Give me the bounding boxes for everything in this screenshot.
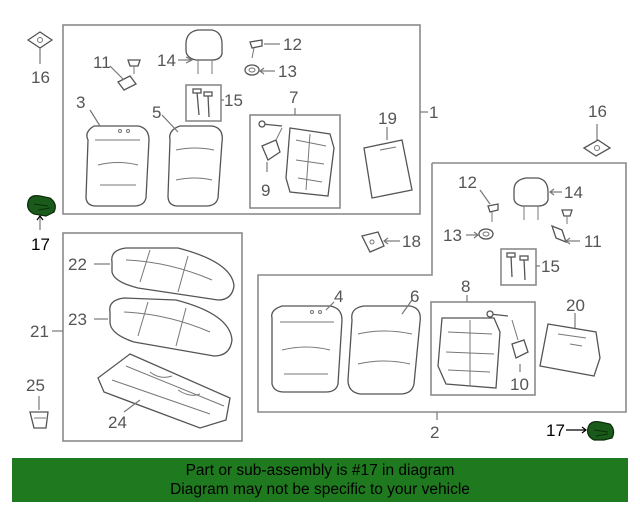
part-4-seatback [271, 305, 343, 393]
part-23-pad [109, 297, 233, 357]
assembly-box-21 [62, 232, 243, 442]
callout-6: 6 [410, 287, 419, 306]
part-8-frame [437, 317, 501, 389]
assembly-box-2 [257, 162, 627, 413]
part-clip-small-right [561, 209, 573, 224]
sub-box-15b [500, 248, 537, 286]
assembly-box-1 [62, 24, 421, 215]
part-13-grommet [244, 64, 260, 76]
part-12-screw-right [487, 203, 499, 222]
callout-16-left: 16 [31, 68, 50, 87]
callout-10: 10 [510, 375, 529, 394]
part-11-bracket [117, 75, 137, 91]
callout-25: 25 [26, 376, 45, 395]
part-7-frame [285, 127, 335, 197]
part-13-grommet-right [478, 228, 494, 240]
callout-9: 9 [261, 181, 270, 200]
part-3-seatback [85, 125, 150, 207]
callout-8: 8 [461, 277, 470, 296]
part-15-bolts-right [506, 252, 529, 281]
callout-11-top: 11 [93, 53, 111, 72]
callout-14-right: 14 [564, 183, 583, 202]
callout-15-top: 15 [224, 91, 243, 110]
parts-diagram: 1 2 21 7 8 3 5 11 [26, 24, 627, 442]
callout-15-right: 15 [541, 257, 560, 276]
sub-box-8 [430, 301, 536, 396]
banner-line-1: Part or sub-assembly is #17 in diagram [185, 462, 455, 479]
part-17-right [587, 421, 615, 441]
callout-5: 5 [152, 103, 161, 122]
callout-12-top: 12 [283, 35, 302, 54]
part-24-frame [97, 353, 231, 429]
part-25-clip [29, 411, 49, 429]
callout-7: 7 [289, 88, 298, 107]
callout-24: 24 [108, 413, 127, 432]
callout-18: 18 [402, 232, 421, 251]
info-banner: Part or sub-assembly is #17 in diagram D… [12, 458, 628, 502]
part-18-bracket [361, 231, 385, 253]
part-bolt-box8 [486, 310, 509, 318]
part-9-bracket [261, 127, 283, 161]
part-17-left [27, 195, 56, 217]
callout-11-right: 11 [584, 232, 602, 251]
part-clip-small [127, 59, 141, 74]
callout-21: 21 [30, 322, 49, 341]
callout-19: 19 [378, 109, 397, 128]
callout-3: 3 [76, 93, 85, 112]
callout-12-right: 12 [458, 173, 477, 192]
callout-13-top: 13 [278, 62, 297, 81]
part-6-seatback-rear [347, 305, 421, 395]
callout-22: 22 [68, 255, 87, 274]
callout-20: 20 [566, 296, 585, 315]
callout-17-left: 17 [31, 235, 50, 254]
callout-17-right: 17 [546, 421, 565, 440]
part-20-panel [539, 323, 601, 377]
part-15-bolts [192, 88, 213, 118]
part-14-headrest [185, 29, 223, 74]
callout-14-top: 14 [157, 51, 176, 70]
part-bolt-box7 [258, 120, 283, 128]
part-16-clip-right [582, 139, 612, 157]
part-16-clip-left [26, 31, 54, 49]
part-12-screw [249, 39, 263, 59]
callout-2: 2 [430, 423, 439, 442]
sub-box-15a [185, 84, 222, 122]
callout-13-right: 13 [443, 226, 462, 245]
callout-1: 1 [429, 103, 438, 122]
part-5-seatback-rear [167, 125, 223, 207]
part-10-bracket [511, 319, 529, 359]
callout-4: 4 [334, 287, 343, 306]
callout-23: 23 [68, 310, 87, 329]
part-22-cushion [111, 247, 235, 301]
part-19-panel [363, 139, 413, 199]
callout-16-right: 16 [588, 102, 607, 121]
part-11-bracket-right [550, 224, 568, 244]
part-14-headrest-right [513, 177, 549, 220]
banner-line-2: Diagram may not be specific to your vehi… [170, 481, 470, 498]
